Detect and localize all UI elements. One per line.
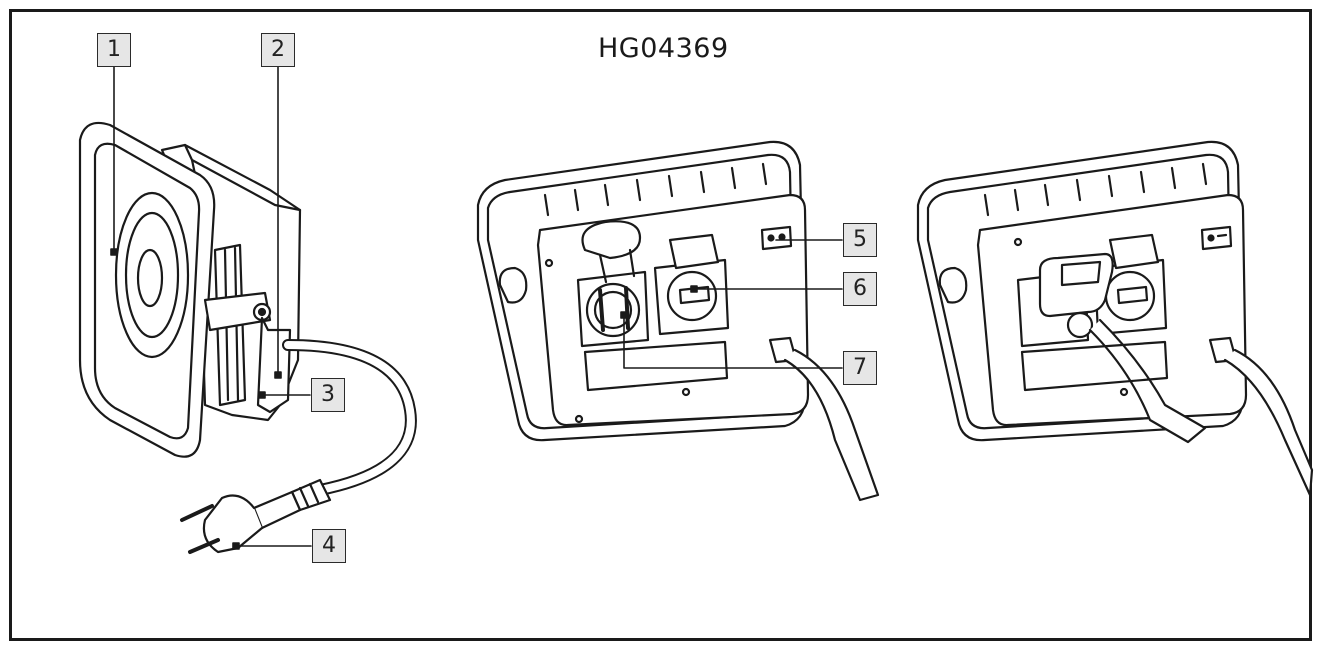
callout-3: 3 bbox=[311, 378, 345, 412]
callout-4: 4 bbox=[312, 529, 346, 563]
callout-1: 1 bbox=[97, 33, 131, 67]
callout-5: 5 bbox=[843, 223, 877, 257]
callout-7: 7 bbox=[843, 351, 877, 385]
callout-6: 6 bbox=[843, 272, 877, 306]
lamp-rear-view-plugged bbox=[916, 140, 1314, 497]
lamp-front-view bbox=[78, 121, 417, 554]
leader-lines bbox=[110, 59, 843, 550]
callout-2: 2 bbox=[261, 33, 295, 67]
model-code: HG04369 bbox=[598, 33, 729, 64]
lamp-rear-view-closed bbox=[476, 140, 880, 502]
